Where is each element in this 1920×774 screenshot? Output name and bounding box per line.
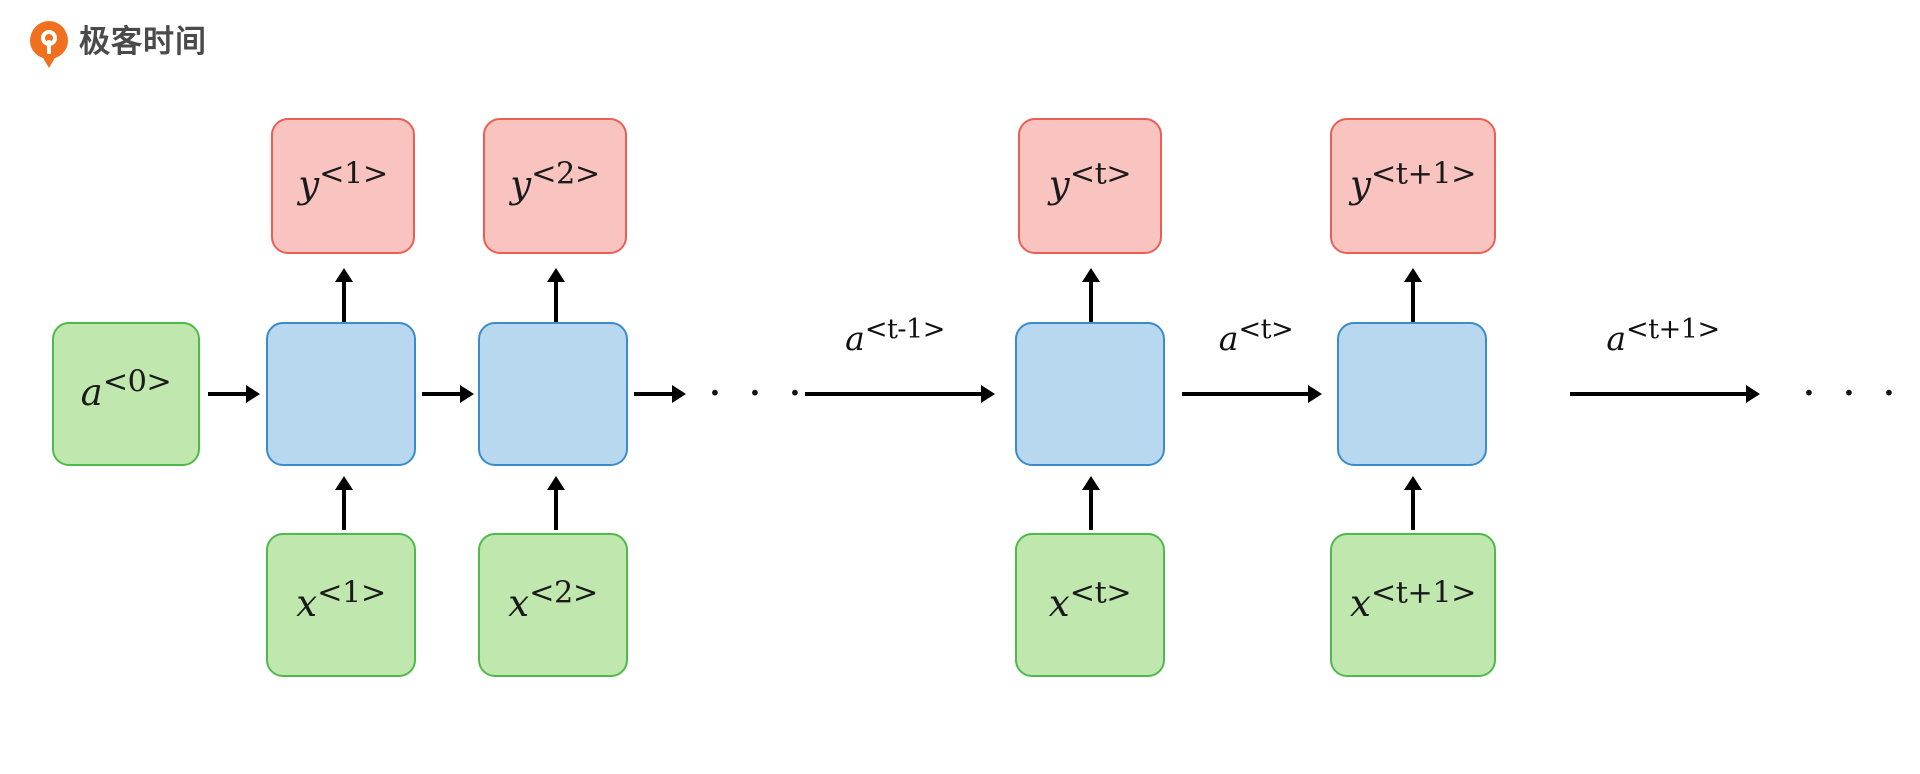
edge-label-a-t-minus-1: a<t-1> <box>845 314 945 358</box>
input-node-t: x<t> <box>1015 533 1165 677</box>
arrow-input-2-to-cell-2 <box>545 476 567 530</box>
output-node-t-plus-1-label: y<t+1> <box>1349 156 1477 206</box>
input-node-2-label: x<2> <box>508 575 598 625</box>
rnn-cell-t-plus-1 <box>1337 322 1487 466</box>
arrow-cell-t-to-cell-t-plus-1 <box>1182 380 1322 408</box>
edge-label-a-t-plus-1: a<t+1> <box>1606 314 1720 358</box>
input-node-1: x<1> <box>266 533 416 677</box>
rnn-cell-t <box>1015 322 1165 466</box>
input-node-t-plus-1: x<t+1> <box>1330 533 1496 677</box>
arrow-cell-1-to-output-1 <box>333 268 355 322</box>
arrow-input-t-to-cell-t <box>1080 476 1102 530</box>
arrow-ellipsis-to-cell-t <box>805 380 995 408</box>
initial-state-label: a<0> <box>80 364 172 414</box>
arrow-cell-t-to-output-t <box>1080 268 1102 322</box>
ellipsis-middle: · · · <box>708 368 808 419</box>
input-node-t-plus-1-label: x<t+1> <box>1349 575 1477 625</box>
input-node-t-label: x<t> <box>1048 575 1132 625</box>
arrow-initial-state-to-cell-1 <box>208 380 260 408</box>
arrow-input-t-plus-1-to-cell-t-plus-1 <box>1402 476 1424 530</box>
output-node-1: y<1> <box>271 118 415 254</box>
edge-label-a-t: a<t> <box>1218 314 1294 358</box>
arrow-cell-t-plus-1-to-ellipsis <box>1570 380 1760 408</box>
arrow-cell-1-to-cell-2 <box>422 380 474 408</box>
rnn-cell-2 <box>478 322 628 466</box>
brand-name: 极客时间 <box>79 23 207 60</box>
output-node-t: y<t> <box>1018 118 1162 254</box>
arrow-cell-2-to-output-2 <box>545 268 567 322</box>
arrow-input-1-to-cell-1 <box>333 476 355 530</box>
arrow-cell-t-plus-1-to-output-t-plus-1 <box>1402 268 1424 322</box>
ellipsis-right: · · · <box>1802 368 1902 419</box>
input-node-1-label: x<1> <box>296 575 386 625</box>
output-node-2-label: y<2> <box>510 156 600 206</box>
output-node-1-label: y<1> <box>298 156 388 206</box>
rnn-cell-1 <box>266 322 416 466</box>
input-node-2: x<2> <box>478 533 628 677</box>
brand-logo: 极客时间 <box>30 16 207 68</box>
initial-state-node: a<0> <box>52 322 200 466</box>
geektime-drop-logo-icon <box>30 21 68 63</box>
arrow-cell-2-to-ellipsis <box>634 380 686 408</box>
output-node-2: y<2> <box>483 118 627 254</box>
output-node-t-plus-1: y<t+1> <box>1330 118 1496 254</box>
output-node-t-label: y<t> <box>1048 156 1132 206</box>
